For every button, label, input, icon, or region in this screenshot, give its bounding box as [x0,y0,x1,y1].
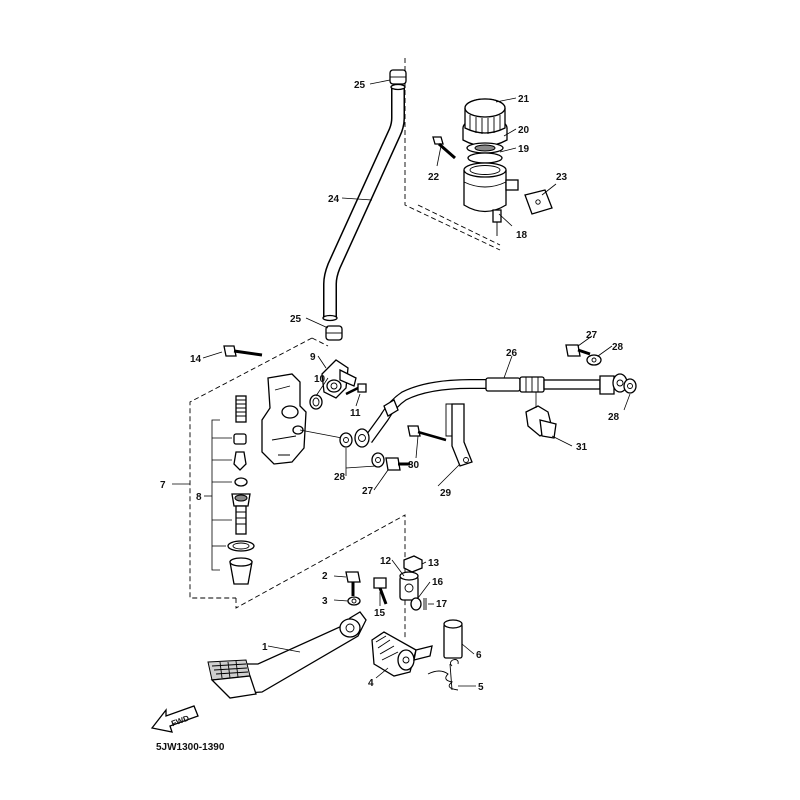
callout-10: 10 [314,374,326,385]
callout-4: 4 [368,678,374,689]
reservoir-ring [467,152,503,164]
return-spring [427,663,459,691]
callout-22: 22 [428,172,440,183]
hose-clamp-top [389,69,407,85]
washer-right-bottom [623,378,637,394]
joint-screw [345,383,367,396]
callout-8: 8 [196,492,202,503]
reservoir-cap [462,98,508,147]
callout-19: 19 [518,144,530,155]
callout-26: 26 [506,348,518,359]
callout-29: 29 [440,488,452,499]
diagram-code: 5JW1300-1390 [156,742,225,753]
callout-30: 30 [408,460,420,471]
callout-28-left: 28 [334,472,346,483]
brake-pedal [207,611,367,699]
master-cylinder-bolt [223,345,263,357]
cotter-pin [423,598,427,610]
callout-14: 14 [190,354,202,365]
reservoir-bracket-plate [524,189,553,215]
callout-3: 3 [322,596,328,607]
master-cylinder-group-outline [189,337,329,599]
callout-31: 31 [576,442,588,453]
callout-17: 17 [436,599,448,610]
pedal-washer [347,596,361,606]
spring-hook [450,659,459,667]
callout-16: 16 [432,577,444,588]
callout-20: 20 [518,125,530,136]
callout-28-right-bottom: 28 [608,412,620,423]
hose-joint [321,359,357,399]
pedal-bolt [345,571,361,596]
clevis [399,571,419,601]
leader-lines [172,79,631,687]
callout-27-right: 27 [586,330,598,341]
callout-25-lower: 25 [290,314,302,325]
callout-27-left: 27 [362,486,374,497]
callout-15: 15 [374,608,386,619]
callout-11: 11 [350,408,361,419]
hose-guide-clip [525,392,557,439]
union-bolt-right [565,344,591,357]
callout-2: 2 [322,571,328,582]
clevis-pin [373,577,388,605]
callout-7: 7 [160,480,166,491]
callout-24: 24 [328,194,340,205]
pedal-shaft [371,631,433,677]
bracket-bolt [407,425,447,442]
callout-18: 18 [516,230,528,241]
callout-6: 6 [476,650,482,661]
forward-arrow-icon: FWD [150,705,199,733]
internals-bracket [211,419,232,571]
union-bolt-left [385,457,410,471]
callouts: 1 2 3 4 5 6 7 8 9 10 11 12 13 14 15 16 1… [160,80,624,693]
reservoir-hose [322,83,406,322]
clevis-nut [403,555,423,573]
callout-21: 21 [518,94,530,105]
callout-25-top: 25 [354,80,366,91]
o-ring [309,394,323,410]
clevis-washer [410,597,422,611]
reservoir-diaphragm [466,142,504,154]
callout-9: 9 [310,352,316,363]
hose-bracket [445,403,473,467]
callout-13: 13 [428,558,440,569]
reservoir-bolt [432,136,456,160]
callout-5: 5 [478,682,484,693]
reservoir-body [463,162,519,236]
master-cylinder-internals [227,395,255,585]
master-cylinder-body [261,373,343,465]
callout-12: 12 [380,556,392,567]
washer-right-top [586,354,602,366]
callout-1: 1 [262,642,268,653]
washer-left [339,432,353,448]
spacer-collar [443,619,463,659]
hose-clamp-lower [325,325,343,341]
callout-28-right-top: 28 [612,342,624,353]
brake-hose [354,375,615,448]
washer-left-2 [371,452,385,468]
callout-23: 23 [556,172,568,183]
